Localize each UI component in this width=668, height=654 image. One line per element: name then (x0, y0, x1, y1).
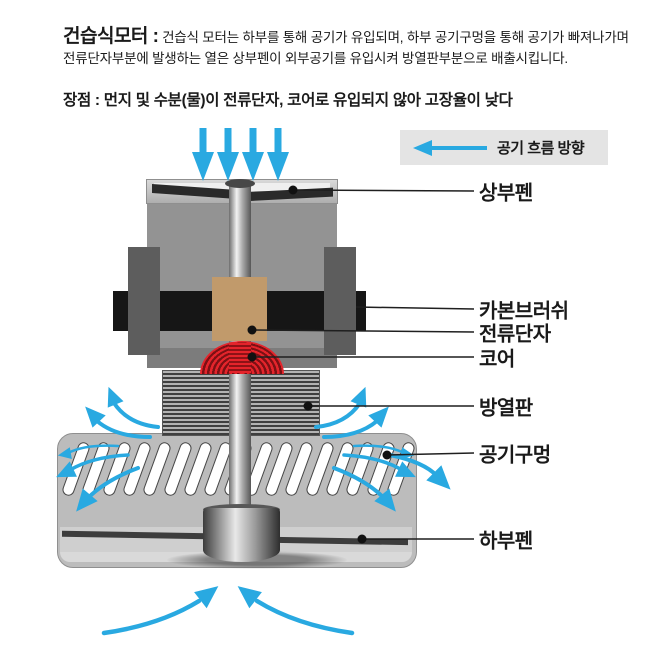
page-title: 건습식모터 : (63, 26, 159, 47)
air-inflow-arrows-top (192, 128, 289, 181)
legend-label: 공기 흐름 방향 (497, 140, 585, 157)
part-label-bottom-fan: 하부펜 (479, 530, 533, 553)
shaft-top-bearing (225, 179, 255, 188)
arrow-head (413, 139, 432, 156)
part-label-carbon-brush: 카본브러쉬 (479, 300, 569, 323)
bottom-fan-hub (203, 508, 280, 562)
part-label-heat-sink: 방열판 (479, 397, 533, 420)
motor-pillar-right (324, 247, 356, 355)
description-line-2: 전류단자부분에 발생하는 열은 상부펜이 외부공기를 유입시켜 방열판부분으로 … (63, 51, 568, 66)
part-label-commutator: 전류단자 (479, 323, 551, 346)
commutator-rings (229, 343, 251, 373)
motor-pillar-left (128, 247, 160, 355)
part-label-top-fan: 상부펜 (479, 182, 533, 205)
arrow-shaft (432, 145, 487, 150)
left-arrow-icon (413, 139, 487, 156)
air-flow-legend: 공기 흐름 방향 (400, 130, 608, 165)
part-label-core: 코어 (479, 348, 515, 371)
description-line-1: 건습식 모터는 하부를 통해 공기가 유입되며, 하부 공기구멍을 통해 공기가… (162, 30, 629, 45)
header-description: 건습식모터 : 건습식 모터는 하부를 통해 공기가 유입되며, 하부 공기구멍… (63, 26, 638, 69)
advantage-text: 장점 : 먼지 및 수분(물)이 전류단자, 코어로 유입되지 않아 고장율이 … (63, 92, 513, 109)
bottom-intake-arrows (101, 586, 355, 636)
carbon-brush-block (212, 277, 267, 341)
part-label-air-hole: 공기구멍 (479, 444, 551, 467)
